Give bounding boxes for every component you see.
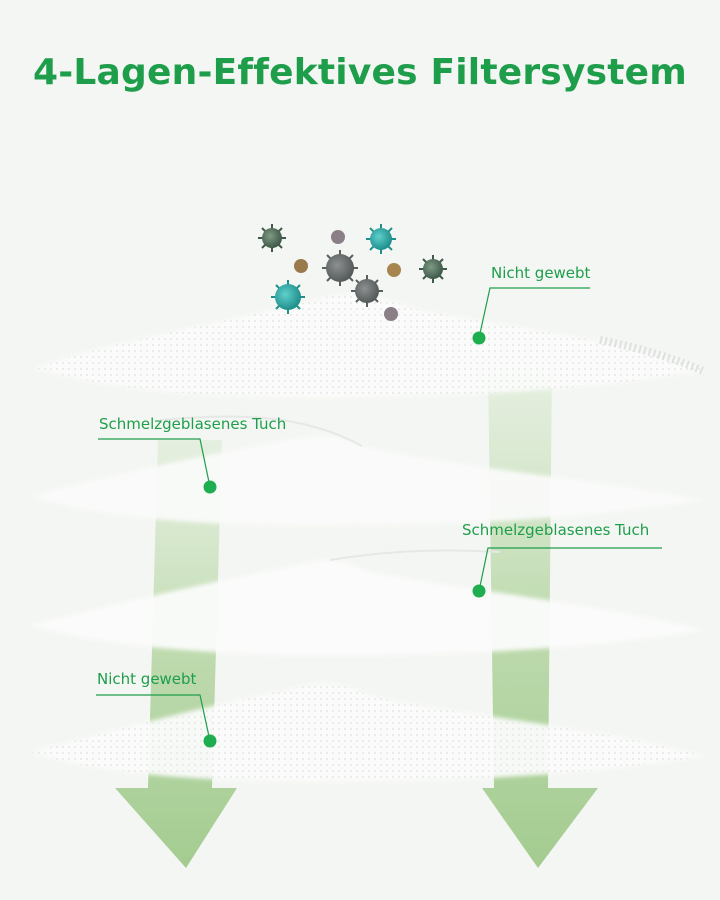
layer-1-nonwoven	[35, 294, 707, 398]
label-layer-3: Schmelzgeblasenes Tuch	[462, 521, 650, 539]
virus-icon	[366, 224, 396, 254]
virus-icon	[387, 263, 401, 277]
virus-icon	[271, 280, 305, 314]
layer-3-meltblown	[30, 549, 705, 656]
virus-icon	[258, 224, 286, 252]
callout-layer-1	[472, 287, 590, 345]
callout-layer-4	[96, 694, 217, 748]
callout-layer-3	[472, 547, 662, 598]
virus-icon	[331, 230, 345, 244]
callout-dot	[472, 584, 486, 598]
virus-icon	[419, 255, 447, 283]
callout-dot	[203, 480, 217, 494]
page-title: 4-Lagen-Effektives Filtersystem	[33, 52, 687, 93]
label-layer-4: Nicht gewebt	[97, 670, 197, 688]
layer-4-nonwoven	[30, 683, 705, 782]
virus-icon	[384, 307, 398, 321]
callout-dot	[472, 331, 486, 345]
label-layer-2: Schmelzgeblasenes Tuch	[99, 415, 287, 433]
callout-layer-2	[98, 438, 217, 494]
virus-particles	[258, 224, 447, 321]
layer-2-meltblown	[30, 415, 705, 526]
label-layer-1: Nicht gewebt	[491, 264, 591, 282]
callout-dot	[203, 734, 217, 748]
virus-icon	[294, 259, 308, 273]
virus-icon	[351, 275, 383, 307]
virus-icon	[322, 250, 358, 286]
